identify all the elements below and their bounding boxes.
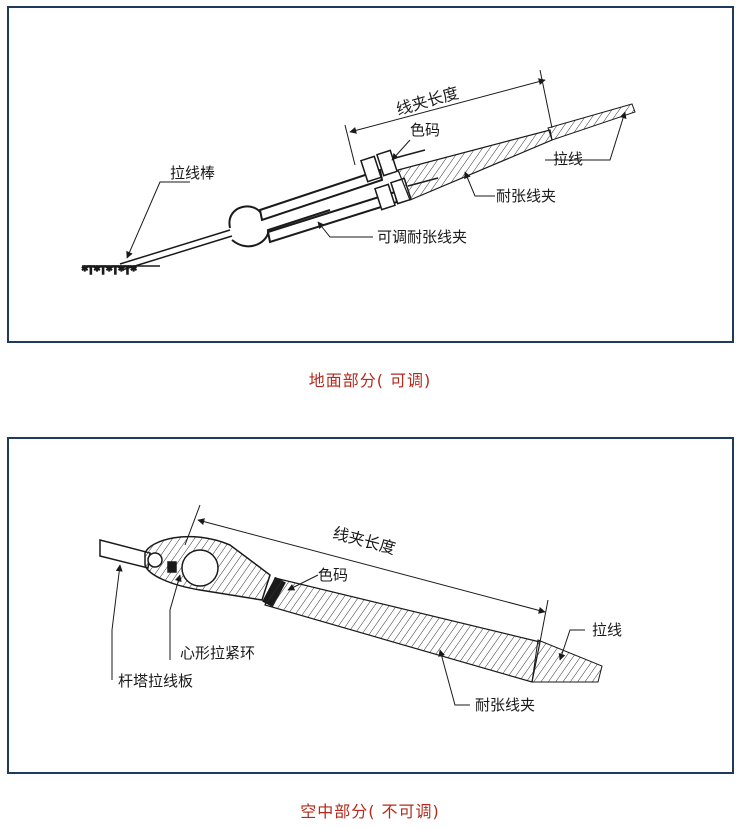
top-leaders xyxy=(126,111,627,259)
bottom-diagram-caption: 空中部分( 不可调) xyxy=(300,802,440,821)
top-guy-wire-label: 拉线 xyxy=(553,150,583,168)
clamp-length-dimension xyxy=(184,504,549,643)
bottom-leaders xyxy=(111,564,585,706)
top-diagram-caption: 地面部分( 可调) xyxy=(308,371,432,390)
bottom-color-code-label: 色码 xyxy=(318,566,348,584)
top-color-code-label: 色码 xyxy=(410,121,440,139)
stay-rod xyxy=(119,229,233,271)
bottom-drawing xyxy=(99,504,603,706)
top-clamp-length-label: 线夹长度 xyxy=(394,83,461,119)
tension-clamp-body xyxy=(264,577,541,683)
heart-thimble xyxy=(144,535,271,601)
top-tension-clamp-label: 耐张线夹 xyxy=(496,187,556,205)
tower-plate xyxy=(99,539,151,569)
bottom-heart-thimble-label: 心形拉紧环 xyxy=(180,644,255,662)
bottom-tower-plate-label: 杆塔拉线板 xyxy=(118,672,193,690)
guy-wire xyxy=(547,103,636,141)
bottom-guy-wire-label: 拉线 xyxy=(592,621,622,639)
top-drawing: *T*T*T*T* xyxy=(81,69,636,278)
svg-text:*T*T*T*T*: *T*T*T*T* xyxy=(82,264,137,277)
ground-symbol: *T*T*T*T* xyxy=(81,263,160,278)
guy-wire xyxy=(531,639,603,683)
top-adjustable-clamp-label: 可调耐张线夹 xyxy=(377,228,467,246)
top-stay-rod-label: 拉线棒 xyxy=(170,164,215,182)
bottom-tension-clamp-label: 耐张线夹 xyxy=(475,696,535,714)
bottom-clamp-length-label: 线夹长度 xyxy=(331,523,398,558)
clamp-length-dimension xyxy=(344,69,553,166)
